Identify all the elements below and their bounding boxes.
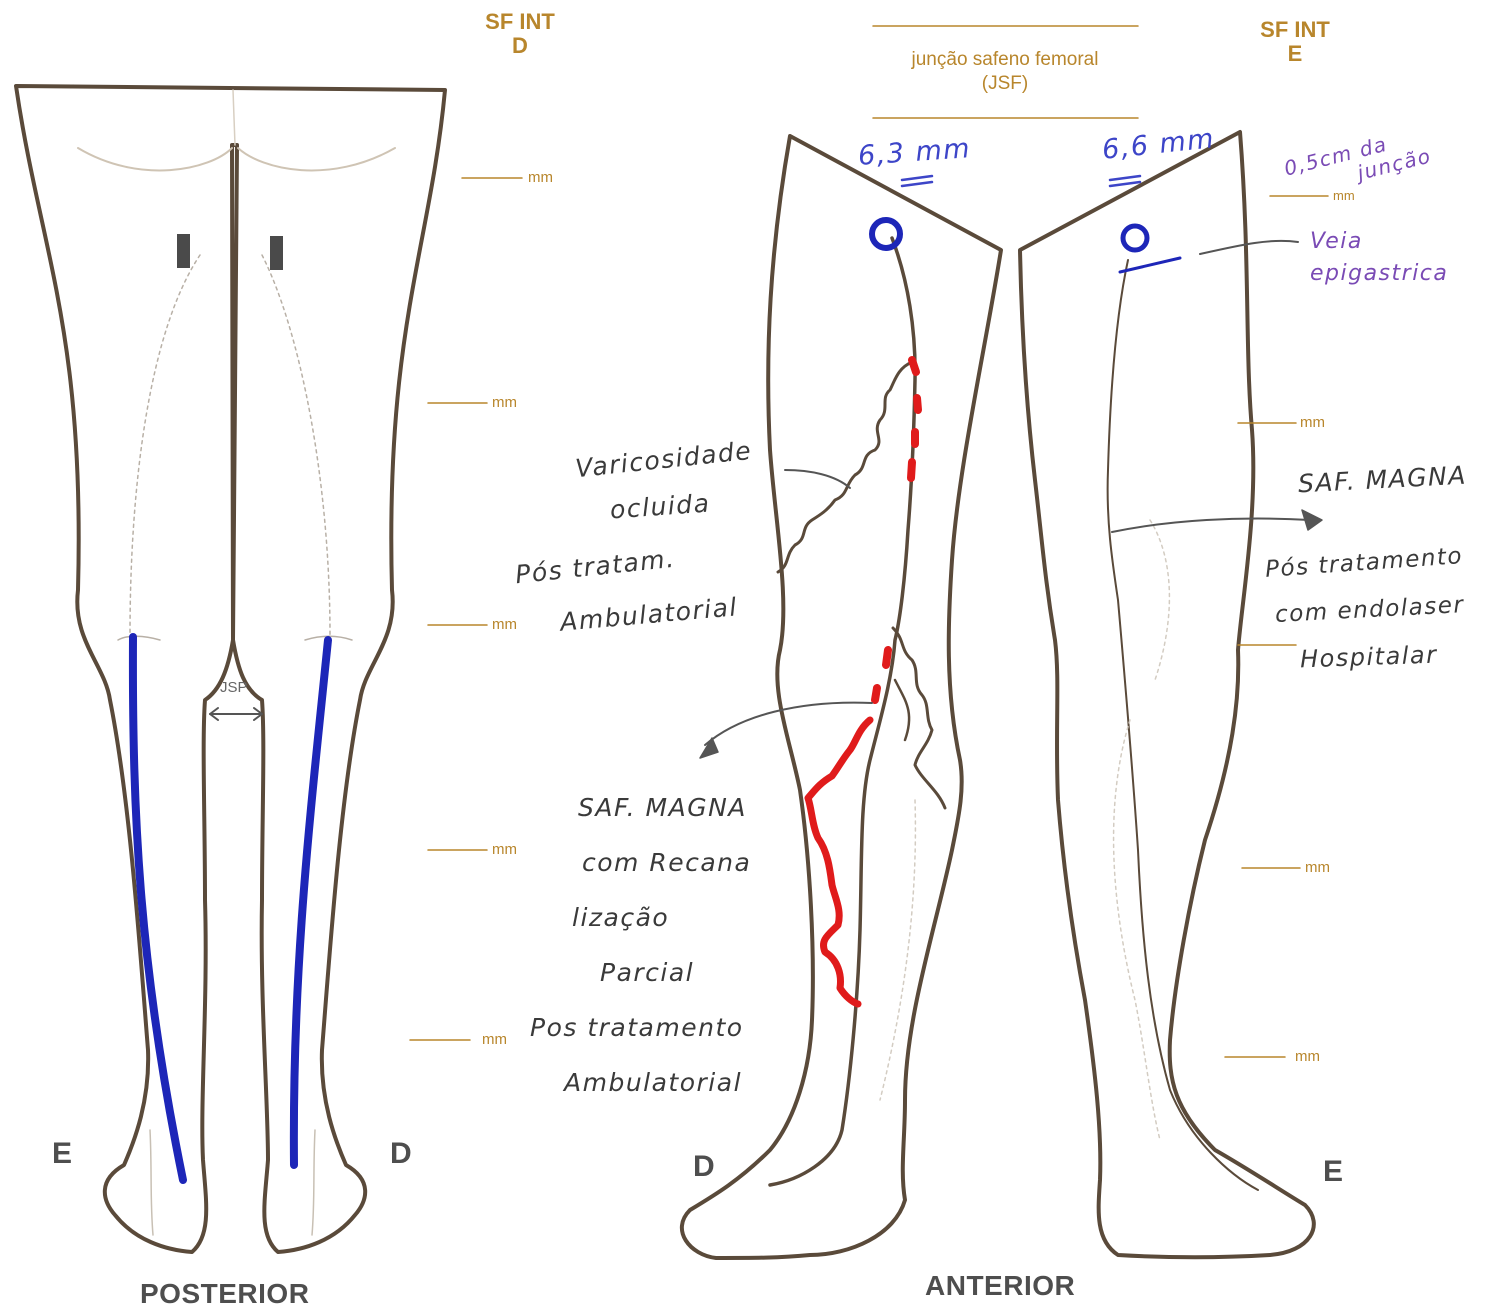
popliteal-crease-left bbox=[118, 636, 160, 640]
sf-int-left-line2: E bbox=[1245, 42, 1345, 66]
varicosity-occluded bbox=[778, 362, 912, 572]
annotation-saf-magna-right-line: SAF. MAGNA bbox=[578, 780, 818, 835]
gluteal-fold-right bbox=[238, 148, 395, 170]
anterior-title: ANTERIOR bbox=[925, 1270, 1075, 1302]
posterior-marker-right bbox=[270, 236, 283, 270]
posterior-dotted-path-right bbox=[262, 255, 330, 635]
posterior-side-left: E bbox=[52, 1137, 72, 1171]
annotation-saf-magna-right: SAF. MAGNA com Recana lização Parcial Po… bbox=[578, 780, 818, 1110]
anterior-side-right: D bbox=[693, 1150, 715, 1184]
sf-int-right-line2: D bbox=[470, 34, 570, 58]
mm-label: mm bbox=[1300, 414, 1325, 431]
arrow-veia-epigastrica bbox=[1200, 241, 1298, 254]
junction-circle-left bbox=[1123, 226, 1147, 250]
anterior-side-left: E bbox=[1323, 1155, 1343, 1189]
junction-label-line2: (JSF) bbox=[870, 72, 1140, 96]
annotation-veia-epigastrica-line: Veia bbox=[1310, 226, 1448, 258]
junction-circle-right bbox=[872, 220, 900, 248]
annotation-veia-epigastrica-line: epigastrica bbox=[1310, 258, 1448, 290]
sf-int-right-header: SF INT D bbox=[470, 10, 570, 58]
annotation-saf-magna-right-line: Ambulatorial bbox=[564, 1055, 818, 1110]
posterior-dotted-path-left bbox=[130, 255, 200, 635]
annotation-saf-magna-right-line: Parcial bbox=[600, 945, 818, 1000]
mm-label: mm bbox=[1295, 1048, 1320, 1065]
junction-label: junção safeno femoral (JSF) bbox=[870, 48, 1140, 96]
anterior-left-leg-outline bbox=[1020, 132, 1314, 1257]
red-segments bbox=[875, 360, 918, 700]
posterior-legs-outline bbox=[16, 86, 445, 1252]
jsp-arrow bbox=[210, 708, 262, 720]
epigastric-vein-mark bbox=[1120, 258, 1180, 272]
gluteal-fold-left bbox=[78, 148, 232, 170]
jsp-label: JSP bbox=[220, 679, 248, 696]
annotation-saf-magna-right-line: com Recana bbox=[582, 835, 818, 890]
annotation-veia-epigastrica: Veia epigastrica bbox=[1310, 226, 1448, 290]
mm-label: mm bbox=[482, 1031, 507, 1048]
mm-label: mm bbox=[492, 841, 517, 858]
annotation-saf-magna-left-line4: Hospitalar bbox=[1300, 640, 1438, 675]
sf-int-right-line1: SF INT bbox=[470, 10, 570, 34]
mm-label: mm bbox=[1305, 859, 1330, 876]
mm-label: mm bbox=[492, 616, 517, 633]
arrow-varicosidade bbox=[785, 470, 850, 488]
junction-label-line1: junção safeno femoral bbox=[870, 48, 1140, 72]
posterior-title: POSTERIOR bbox=[140, 1278, 309, 1310]
varicosity-knee bbox=[893, 628, 945, 808]
posterior-view bbox=[16, 86, 445, 1252]
posterior-marker-left bbox=[177, 234, 190, 268]
annotation-saf-magna-right-line: Pos tratamento bbox=[530, 1000, 818, 1055]
arrow-saf-magna-left bbox=[1112, 519, 1310, 533]
posterior-side-right: D bbox=[390, 1137, 412, 1171]
sf-int-left-header: SF INT E bbox=[1245, 18, 1345, 66]
mm-ticks bbox=[410, 178, 1328, 1057]
mm-label: mm bbox=[492, 394, 517, 411]
mm-label: mm bbox=[528, 169, 553, 186]
small-saphenous-vein-left bbox=[133, 637, 183, 1180]
mm-label: mm bbox=[1333, 188, 1355, 203]
sf-int-left-line1: SF INT bbox=[1245, 18, 1345, 42]
annotation-saf-magna-right-line: lização bbox=[572, 890, 818, 945]
intergluteal-line bbox=[233, 90, 235, 145]
